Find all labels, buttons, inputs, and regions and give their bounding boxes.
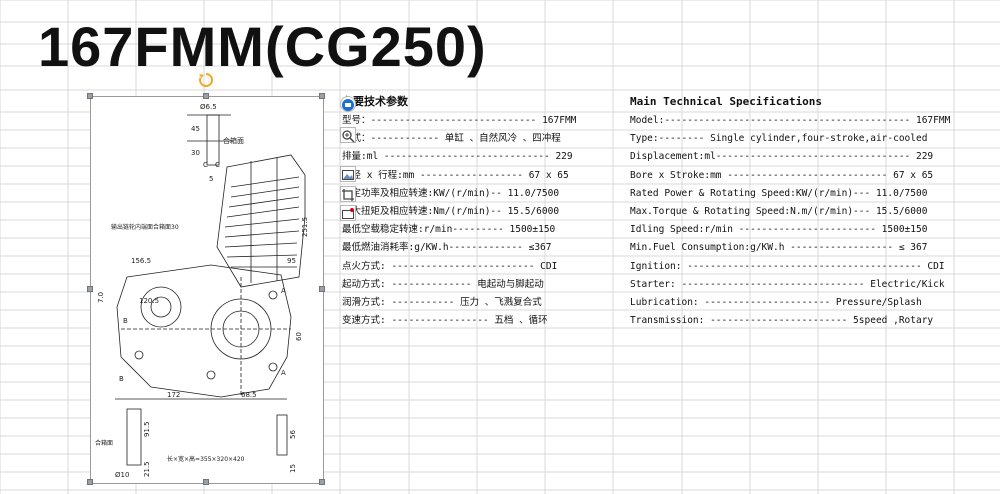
spec-row: Idling Speed:r/min ---------------------… <box>630 224 928 236</box>
layout-button[interactable] <box>340 96 356 112</box>
spec-row: Ignition: ------------------------------… <box>630 260 945 272</box>
spec-row: 型号：----------------------------- 167FMM <box>342 115 577 126</box>
spec-row: Lubrication: ---------------------- Pres… <box>630 297 922 308</box>
page-title: 167FMM(CG250) <box>38 15 487 78</box>
spec-row: Min.Fuel Consumption:g/KW.h ------------… <box>630 242 928 254</box>
dim-label: 91.5 <box>143 421 151 437</box>
spec-row: 型式：------------ 单缸 、自然风冷 、四冲程 <box>342 133 561 145</box>
spec-row: Bore x Stroke:mm -----------------------… <box>630 169 934 181</box>
spec-row: 标定功率及相应转速:KW/(r/min)-- 11.0/7500 <box>342 187 560 199</box>
dim-label: 120.5 <box>139 297 159 305</box>
engine-drawing: Ø6.5 45 30 合箱面 C C 5 251.5 95 输出链轮内端面合箱面… <box>95 103 309 479</box>
spec-row: Model:----------------------------------… <box>630 115 951 126</box>
spec-row: 起动方式: -------------- 电起动与脚起动 <box>342 278 544 290</box>
spec-row: 排量:ml ----------------------------- 229 <box>342 151 573 163</box>
dim-label: 5 <box>209 175 213 183</box>
dim-label: 21.5 <box>143 461 151 477</box>
bottom-shaft <box>276 414 288 456</box>
engine-drawing-image[interactable]: Ø6.5 45 30 合箱面 C C 5 251.5 95 输出链轮内端面合箱面… <box>90 96 324 484</box>
spec-row: 变速方式: ----------------- 五档 、循环 <box>342 315 548 327</box>
crop-icon <box>342 189 354 201</box>
zoom-button[interactable] <box>340 127 356 143</box>
resize-handle-se[interactable] <box>319 479 325 485</box>
dim-label: 95 <box>287 257 296 265</box>
en-spec-header: Main Technical Specifications <box>630 95 823 108</box>
frame-button[interactable] <box>340 205 356 221</box>
spec-row: Transmission: ------------------------ 5… <box>630 315 934 327</box>
label-b: B <box>123 317 128 325</box>
spec-row: 润滑方式: ----------- 压力 、飞溅复合式 <box>342 297 542 308</box>
rotate-handle-icon[interactable] <box>198 72 214 88</box>
spec-row: 缸径 x 行程:mm ------------------ 67 x 65 <box>342 169 569 181</box>
dim-label: 30 <box>191 149 200 157</box>
crankcase <box>116 264 292 398</box>
spec-row: 最低燃油消耗率:g/KW.h------------- ≤367 <box>342 242 552 254</box>
label-a: A <box>281 369 286 377</box>
spec-row: Type:-------- Single cylinder,four-strok… <box>630 133 928 145</box>
mount-label: 合箱面 <box>223 136 244 145</box>
dim-label: Ø10 <box>115 471 129 479</box>
resize-handle-n[interactable] <box>203 93 209 99</box>
dim-label: 172 <box>167 391 180 399</box>
resize-handle-e[interactable] <box>319 286 325 292</box>
resize-handle-ne[interactable] <box>319 93 325 99</box>
label-c: C <box>215 161 220 169</box>
dim-label: Ø6.5 <box>200 103 217 111</box>
mount-label: 合箱面 <box>95 439 113 447</box>
dim-label: 60 <box>295 332 303 341</box>
dim-label: 68.5 <box>241 391 257 399</box>
spec-row: Displacement:ml-------------------------… <box>630 151 934 163</box>
dim-label: 251.5 <box>301 217 309 237</box>
spec-row: 点火方式: ------------------------- CDI <box>342 260 558 272</box>
dim-label: 15 <box>289 464 297 473</box>
spec-row: Max.Torque & Rotating Speed:N.m/(r/min)-… <box>630 206 928 217</box>
overall-dims-label: 长×宽×高=355×320×420 <box>167 455 245 463</box>
zoom-icon <box>342 130 355 143</box>
cylinder-block <box>216 154 306 288</box>
dim-label: 156.5 <box>131 257 151 265</box>
resize-handle-sw[interactable] <box>87 479 93 485</box>
spec-row: 最大扭矩及相应转速:Nm/(r/min)-- 15.5/6000 <box>342 206 560 217</box>
layout-icon <box>342 99 354 111</box>
frame-icon <box>342 208 354 219</box>
spec-row: 最低空载稳定转速:r/min--------- 1500±150 <box>342 224 556 236</box>
image-button[interactable] <box>340 166 356 182</box>
resize-handle-s[interactable] <box>203 479 209 485</box>
zh-spec-header: 主要技术参数 <box>342 95 408 108</box>
resize-handle-w[interactable] <box>87 286 93 292</box>
note-label: 输出链轮内端面合箱面30 <box>111 223 179 231</box>
top-shaft <box>206 114 220 166</box>
resize-handle-nw[interactable] <box>87 93 93 99</box>
spec-row: Rated Power & Rotating Speed:KW/(r/min)-… <box>630 187 928 199</box>
spec-row: Starter: -------------------------------… <box>630 278 945 290</box>
label-b: B <box>119 375 124 383</box>
dim-label: 7.0 <box>97 292 105 303</box>
dim-label: 56 <box>289 430 297 439</box>
label-c: C <box>203 161 208 169</box>
bottom-shaft <box>126 408 142 466</box>
label-a: A <box>281 287 286 295</box>
dim-label: 45 <box>191 125 200 133</box>
image-icon <box>342 170 354 180</box>
crop-button[interactable] <box>340 186 356 202</box>
